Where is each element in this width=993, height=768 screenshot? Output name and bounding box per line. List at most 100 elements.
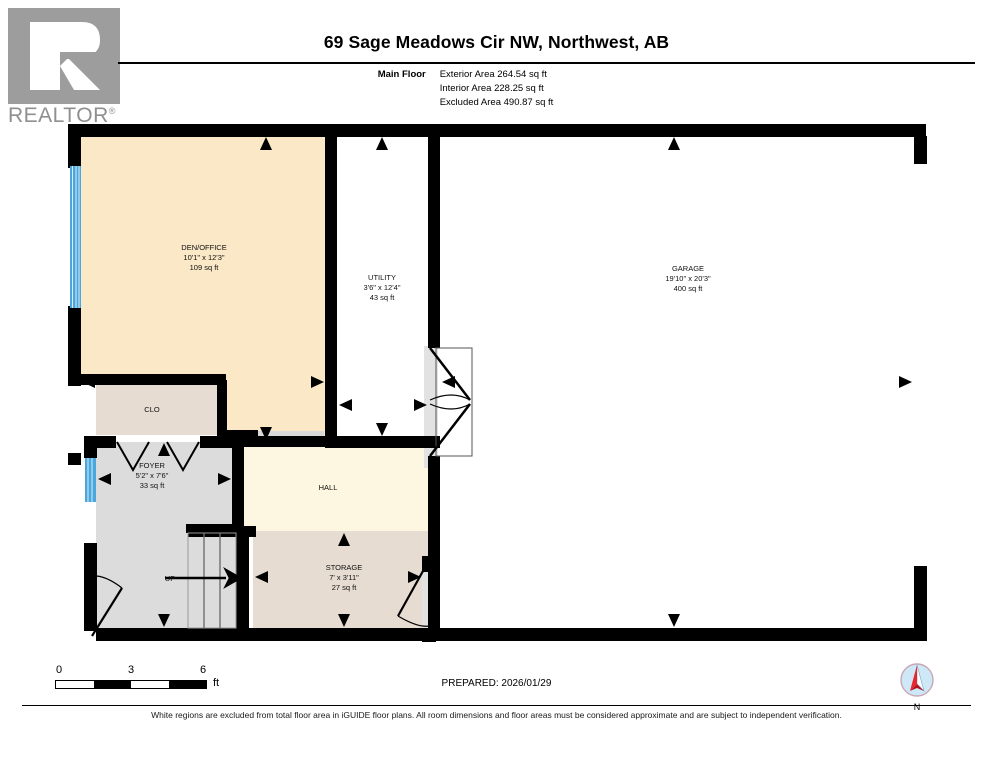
page-title: 69 Sage Meadows Cir NW, Northwest, AB [323, 32, 670, 52]
room-label-hall: HALL [319, 483, 338, 492]
wall-hall-left [232, 445, 244, 533]
area-exterior: Exterior Area 264.54 sq ft [439, 69, 547, 80]
label-utility-name: UTILITY [368, 273, 396, 282]
door-hall-garage-swing [397, 561, 431, 627]
realtor-r-glyph [30, 22, 100, 90]
door-foyer-entry [89, 575, 123, 637]
windows [70, 166, 96, 502]
disclaimer-text: White regions are excluded from total fl… [151, 710, 842, 720]
prepared-date: PREPARED: 2026/01/29 [441, 678, 552, 689]
wall-left-mid-stub [68, 306, 81, 386]
dimension-arrows [82, 137, 912, 627]
label-storage-area: 27 sq ft [332, 583, 358, 592]
wall-den-right [325, 136, 337, 442]
window-foyer-left [85, 458, 96, 502]
room-label-foyer: FOYER 5'2" x 7'6" 33 sq ft [136, 461, 169, 490]
label-garage-area: 400 sq ft [674, 284, 704, 293]
dim-arrow-den-down [260, 427, 272, 440]
realtor-wordmark-text: REALTOR [8, 104, 109, 127]
wall-hall-top [244, 436, 438, 447]
dim-arrow-foyer-left [98, 473, 111, 485]
wall-utility-right-upper [428, 136, 440, 348]
wall-left-upper-stub [68, 124, 81, 168]
registered-mark: ® [108, 106, 116, 116]
label-foyer-name: FOYER [139, 461, 165, 470]
scale-segment-2 [93, 681, 131, 688]
scale-bar-segments [55, 680, 207, 689]
room-fill-storage [253, 531, 434, 628]
dim-arrow-den-right [311, 376, 324, 388]
scale-tick-labels: 0 3 6 [55, 664, 220, 678]
wall-bottom [96, 628, 927, 641]
door-utility-garage-double [429, 347, 473, 457]
wall-garage-right-lower [914, 566, 927, 640]
dim-arrow-utility-left [339, 399, 352, 411]
wall-stair-top [186, 524, 238, 533]
wall-clo-bottom-left [84, 436, 116, 448]
dim-arrow-den-left [82, 376, 95, 388]
wall-storage-left [236, 531, 249, 631]
room-label-storage: STORAGE 7' x 3'11" 27 sq ft [326, 563, 363, 592]
room-label-stairs: UP [165, 574, 175, 583]
label-den-office-area: 109 sq ft [190, 263, 220, 272]
label-storage-dims: 7' x 3'11" [329, 573, 359, 582]
stairs-treads [165, 532, 243, 629]
label-stairs-up: UP [165, 574, 175, 583]
window-den-left [70, 166, 81, 308]
room-fill-utility [337, 136, 430, 442]
compass-rose: N [895, 658, 949, 720]
room-fill-hall [244, 445, 434, 531]
wall-top [68, 124, 926, 137]
wall-left-lower-stub [68, 453, 81, 465]
room-label-garage: GARAGE 19'10" x 20'3" 400 sq ft [665, 264, 711, 293]
compass-icon [900, 663, 934, 697]
dim-arrow-utility-right [414, 399, 427, 411]
walls [68, 124, 927, 642]
dim-arrow-storage-left [255, 571, 268, 583]
wall-den-bottom [81, 374, 226, 385]
door-closet-bifold [116, 441, 200, 473]
footer: 0 3 6 ft PREPARED: 2026/01/29 N White re… [0, 648, 993, 768]
label-hall-name: HALL [319, 483, 338, 492]
wall-garage-right-upper [914, 136, 927, 164]
area-interior: Interior Area 228.25 sq ft [439, 83, 544, 94]
label-garage-dims: 19'10" x 20'3" [665, 274, 711, 283]
stairs-direction-arrow [165, 566, 243, 590]
scale-segment-4 [168, 681, 206, 688]
area-excluded: Excluded Area 490.87 sq ft [439, 97, 554, 108]
dim-arrow-garage-up [668, 137, 680, 150]
dim-arrow-foyer-right [218, 473, 231, 485]
dim-arrow-foyer-up [158, 443, 170, 456]
wall-foyer-left-lower [84, 543, 97, 631]
dim-arrow-foyer-down [158, 614, 170, 627]
label-garage-name: GARAGE [672, 264, 704, 273]
dim-arrow-utility-up [376, 137, 388, 150]
scale-tick-0: 0 [55, 664, 63, 676]
scale-bar: 0 3 6 ft [55, 664, 220, 698]
wall-garage-left-lower [428, 556, 440, 641]
room-fills [80, 136, 918, 642]
room-label-closet: CLO [144, 405, 160, 414]
room-fill-garage [440, 136, 918, 628]
dim-arrow-den-up [260, 137, 272, 150]
dim-arrow-garage-right [899, 376, 912, 388]
header-divider [118, 62, 975, 64]
room-label-den-office: DEN/OFFICE 10'1" x 12'3" 109 sq ft [181, 243, 226, 272]
label-utility-area: 43 sq ft [370, 293, 396, 302]
floor-label: Main Floor [377, 69, 426, 80]
room-labels: DEN/OFFICE 10'1" x 12'3" 109 sq ft UTILI… [136, 243, 711, 592]
header: REALTOR® 69 Sage Meadows Cir NW, Northwe… [0, 0, 993, 127]
realtor-wordmark: REALTOR® [8, 104, 126, 130]
label-foyer-area: 33 sq ft [140, 481, 166, 490]
room-label-utility: UTILITY 3'6" x 12'4" 43 sq ft [364, 273, 401, 302]
dim-arrow-utility-down [376, 423, 388, 436]
area-summary: Main Floor Exterior Area 264.54 sq ft In… [0, 68, 993, 110]
scale-tick-3: 3 [127, 664, 135, 676]
dim-arrow-garage-down [668, 614, 680, 627]
label-closet-name: CLO [144, 405, 160, 414]
dim-arrow-storage-up [338, 533, 350, 546]
scale-tick-6: 6 [199, 664, 207, 676]
room-fill-closet [96, 383, 218, 435]
floor-plan-canvas: DEN/OFFICE 10'1" x 12'3" 109 sq ft UTILI… [0, 118, 993, 648]
label-utility-dims: 3'6" x 12'4" [364, 283, 401, 292]
